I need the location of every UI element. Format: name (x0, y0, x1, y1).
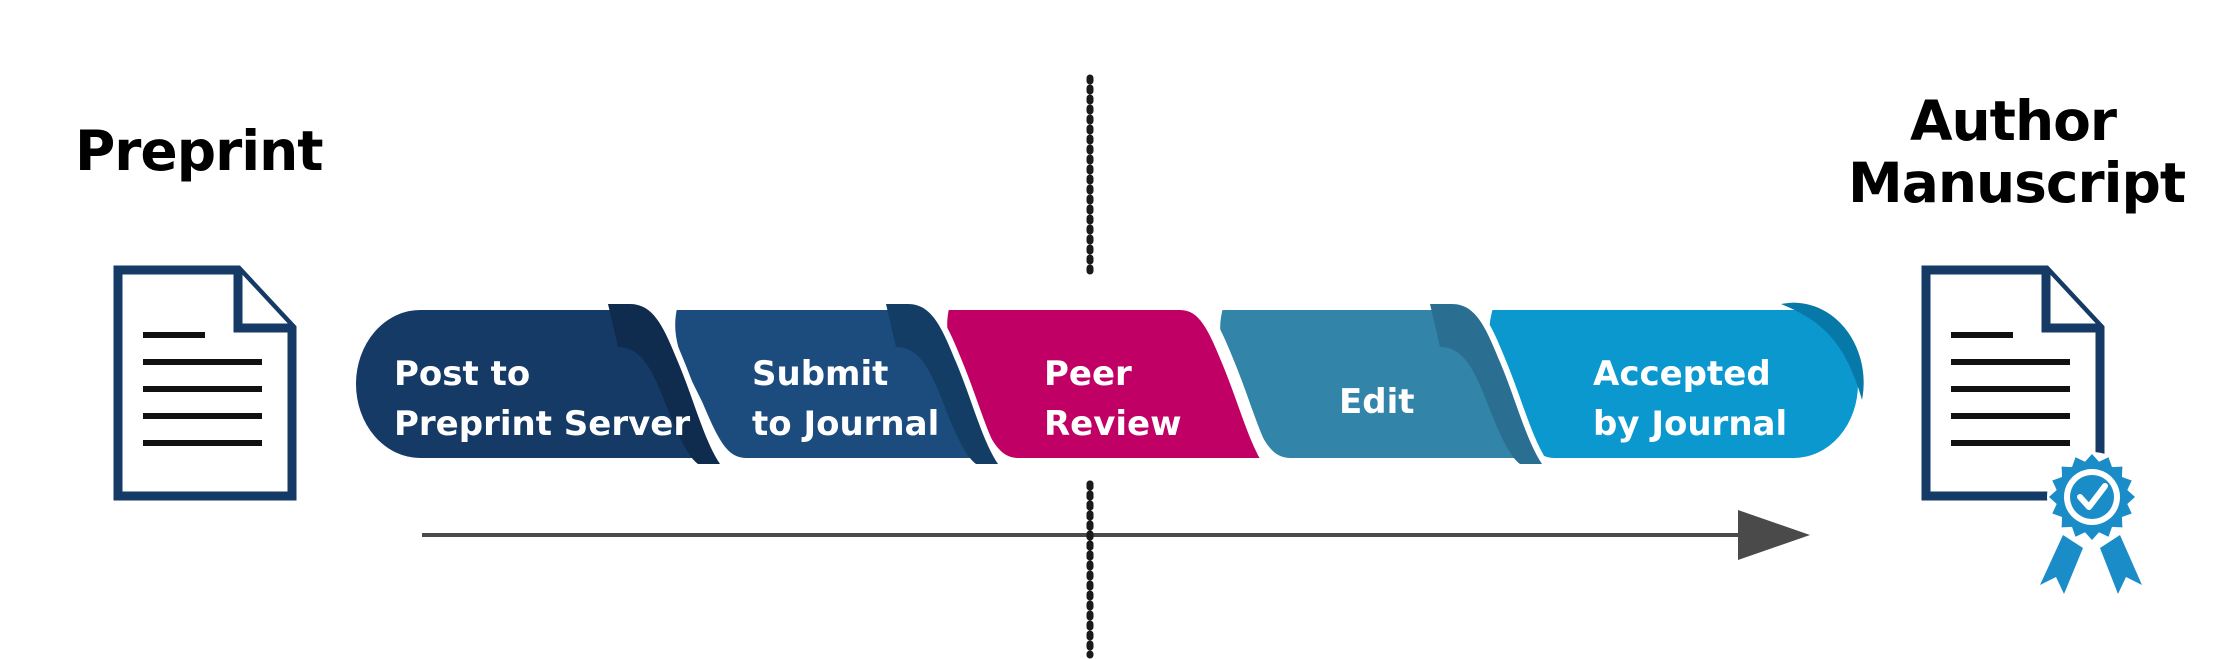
step-label-line1: Peer (1044, 354, 1132, 394)
step-shadow (608, 304, 720, 464)
author-manuscript-heading: Author Manuscript (1848, 89, 2186, 216)
author-manuscript-heading-line1: Author (1909, 89, 2117, 153)
step-shadow (1430, 304, 1542, 464)
step-submit-to-journal: Submit to Journal (663, 298, 1010, 470)
step-shadow (1781, 302, 1864, 400)
step-label-line1: Edit (1339, 382, 1414, 422)
document-icon (1921, 265, 2105, 501)
preprint-heading: Preprint (75, 119, 324, 183)
step-shadow (886, 304, 998, 464)
step-label-line2: Preprint Server (394, 404, 690, 444)
timeline-arrow (422, 510, 1810, 560)
certified-ribbon-icon (2040, 452, 2142, 594)
step-label-line1: Post to (394, 354, 530, 394)
step-label-line1: Accepted (1593, 354, 1771, 394)
step-label-line2: Review (1044, 404, 1182, 444)
step-label-line2: by Journal (1593, 404, 1787, 444)
step-accepted-by-journal: Accepted by Journal (1477, 298, 1870, 470)
document-icon (113, 265, 297, 501)
author-manuscript-heading-line2: Manuscript (1848, 151, 2186, 216)
step-label-line2: to Journal (752, 404, 939, 444)
step-post-to-preprint-server: Post to Preprint Server (344, 298, 732, 470)
step-label-line1: Submit (752, 354, 888, 394)
